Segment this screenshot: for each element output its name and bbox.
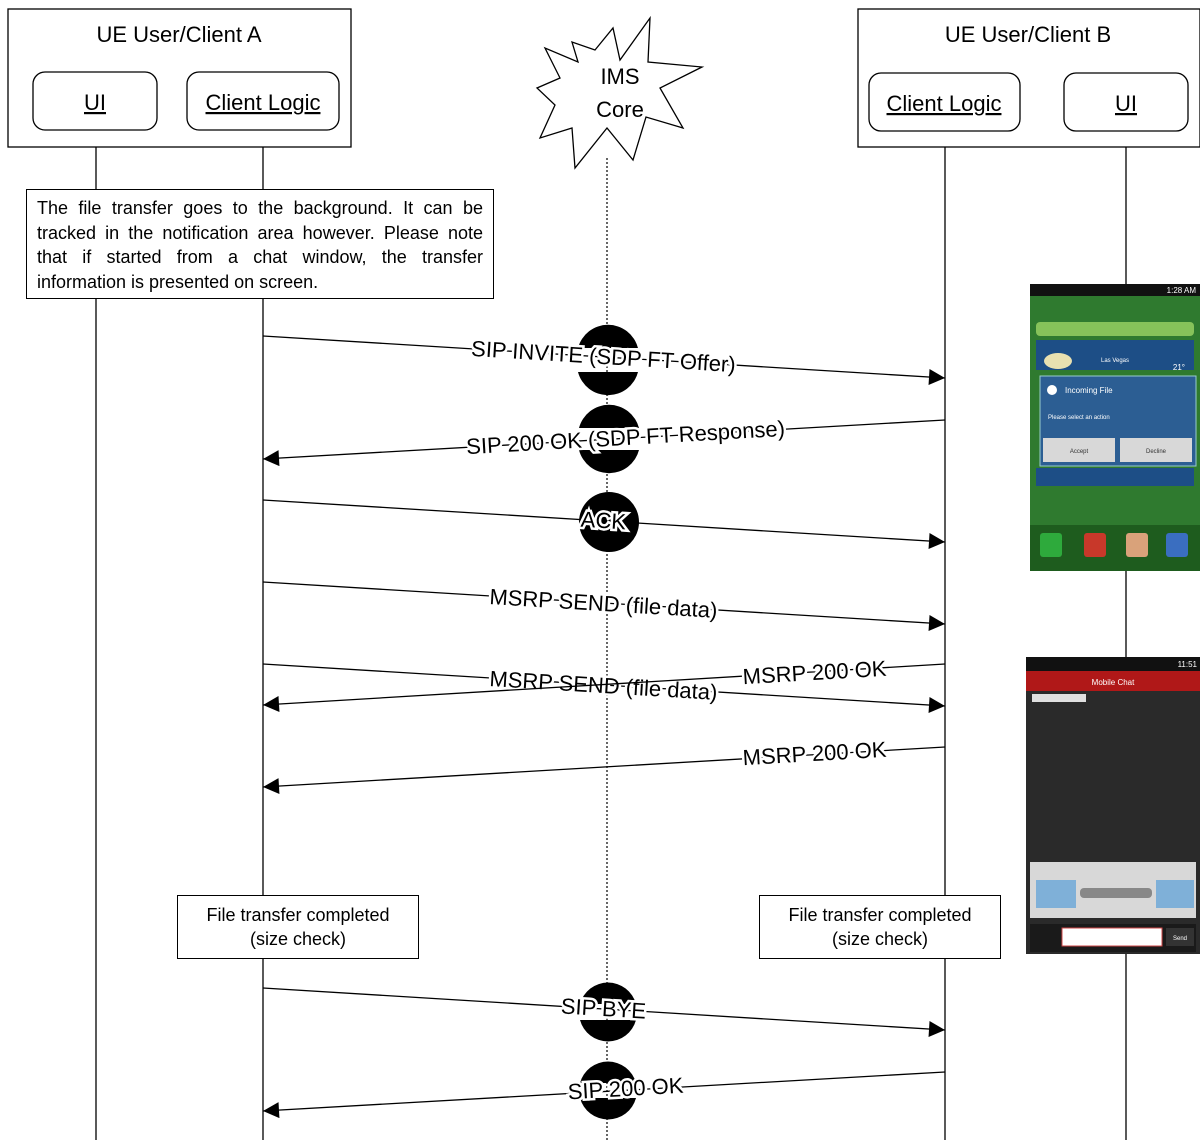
ims-core-label-line2: Core [596,97,644,122]
client-b-title: UE User/Client B [945,22,1111,47]
message-sip-invite: SIP INVITE (SDP FT Offer) [262,324,946,396]
ims-bubble [579,404,639,474]
participant-client-a: UE User/Client A UI Client Logic [7,8,352,148]
note-line: (size check) [249,929,347,949]
note-line: (size check) [831,929,929,949]
client-logic-a-label: Client Logic [206,90,321,115]
note-file-transfer-completed-a: File transfer completed (size check) [177,895,419,959]
dialog-text: Please select an action [1048,415,1110,421]
ui-a-label: UI [84,90,106,115]
message-label: MSRP 200 OK [742,656,887,690]
note-background-text: The file transfer goes to the background… [37,198,483,292]
message-sip-200-ok-sdp: SIP 200 OK (SDP FT Response) [262,404,946,474]
chat-title: Mobile Chat [1092,678,1135,687]
decline-button-label: Decline [1146,449,1167,455]
accept-button[interactable] [1043,438,1115,462]
message-label: MSRP 200 OK [742,737,887,771]
ui-a-box [32,71,158,131]
ims-bubble [580,1061,636,1120]
status-time: 1:28 AM [1167,286,1197,295]
note-line: File transfer completed [788,905,972,925]
client-logic-b-label: Client Logic [887,91,1002,116]
client-a-title: UE User/Client A [96,22,261,47]
message-label: MSRP SEND (file data) [489,584,718,623]
message-ack: ACK [262,492,946,552]
accept-button-label: Accept [1070,449,1089,455]
weather-location: Las Vegas [1101,358,1129,364]
message-label: MSRP SEND (file data) [489,666,718,705]
message-sip-200-ok: SIP 200 OK [262,1061,946,1120]
chat-status-time: 11:51 [1178,660,1198,669]
contacts-icon [1084,533,1106,557]
decline-button[interactable] [1120,438,1192,462]
ui-b-box [1063,72,1189,132]
note-line: File transfer completed [206,905,390,925]
message-msrp-200-ok-2: MSRP 200 OK [262,734,946,795]
note-background-transfer: The file transfer goes to the background… [26,189,494,299]
phone-icon [1040,533,1062,557]
client-logic-a-box [186,71,340,131]
apps-icon [1166,533,1188,557]
chevron-right-icon [1047,385,1057,395]
participant-ims-core: IMS Core [535,15,705,170]
messaging-icon [1126,533,1148,557]
message-label: SIP 200 OK [567,1073,684,1105]
ims-bubble [580,982,636,1042]
ims-bubble [579,492,639,552]
ims-core-burst-shape [535,15,705,170]
weather-temperature: 21° [1173,363,1185,372]
message-label: SIP BYE [560,993,647,1023]
message-input[interactable] [1061,927,1163,947]
dialog-title: Incoming File [1065,386,1113,395]
ui-b-label: UI [1115,91,1137,116]
send-button-label: Send [1173,936,1187,942]
send-button[interactable] [1166,928,1194,946]
participant-client-b: UE User/Client B Client Logic UI [857,8,1200,148]
ims-bubble [578,324,638,396]
ims-core-label-line1: IMS [600,64,639,89]
phone-screenshot-mobile-chat: 11:51 Mobile Chat Send [1026,657,1200,954]
message-label: ACK [580,507,627,535]
note-file-transfer-completed-b: File transfer completed (size check) [759,895,1001,959]
phone-screenshot-incoming-file: 1:28 AM Las Vegas 21° Incoming File Plea… [1030,284,1200,571]
message-msrp-send-1: MSRP SEND (file data) [262,581,946,632]
message-sip-bye: SIP BYE [262,982,946,1042]
client-logic-b-box [868,72,1021,132]
